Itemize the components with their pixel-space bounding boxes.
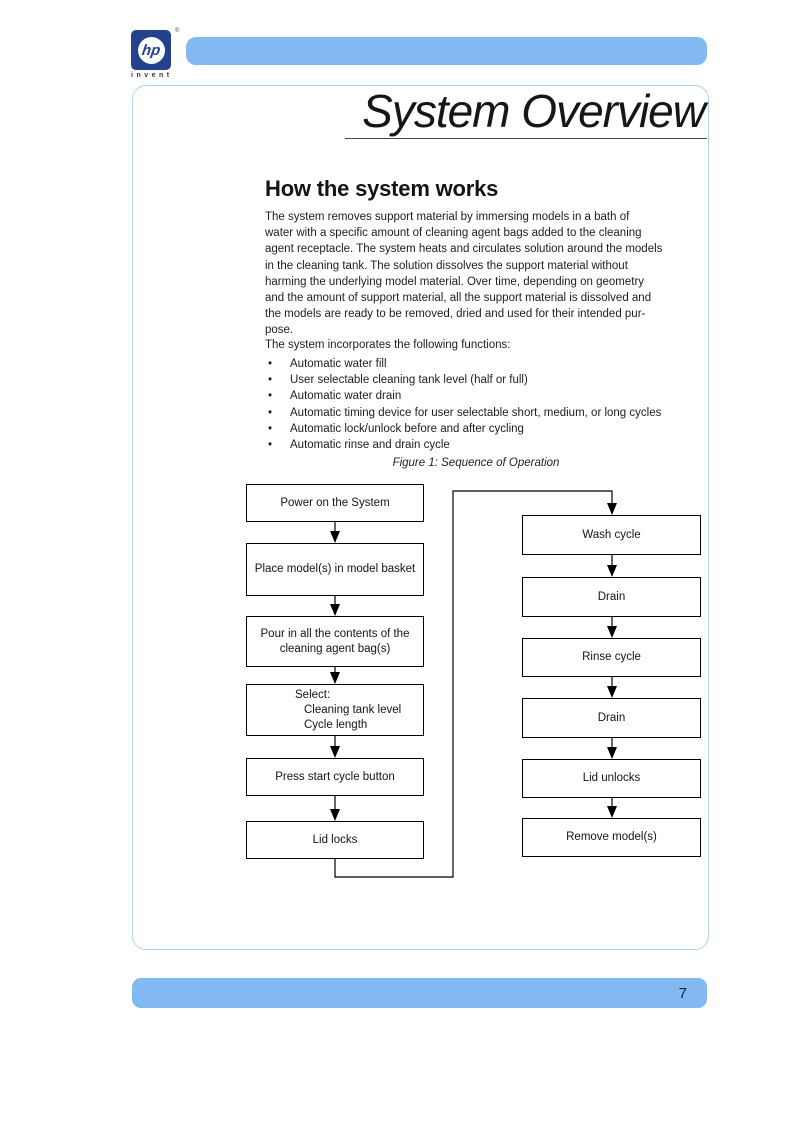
list-item: • Automatic water drain xyxy=(265,388,661,404)
select-title: Select: xyxy=(295,688,331,701)
bullet-icon: • xyxy=(268,390,273,403)
paragraph-line: in the cleaning tank. The solution disso… xyxy=(265,259,628,272)
select-option: Cleaning tank level xyxy=(304,703,402,716)
flow-box-select: Select: Cleaning tank level Cycle length xyxy=(246,684,424,736)
list-item-text: Automatic timing device for user selecta… xyxy=(290,406,662,419)
paragraph-line: The system removes support material by i… xyxy=(265,211,630,223)
bullet-icon: • xyxy=(268,422,273,435)
hp-logo-circle: hp xyxy=(137,36,165,64)
page-title: System Overview xyxy=(362,85,706,137)
body-paragraph: The system removes support material by i… xyxy=(265,209,715,339)
list-item: • Automatic rinse and drain cycle xyxy=(265,437,661,453)
content-frame xyxy=(132,85,709,950)
header-bar xyxy=(186,37,707,65)
flow-box-press-start: Press start cycle button xyxy=(246,758,424,796)
hp-logo-icon: hp ® xyxy=(131,28,179,70)
list-item-text: Automatic lock/unlock before and after c… xyxy=(290,422,524,435)
bullet-icon: • xyxy=(268,358,273,370)
bullet-icon: • xyxy=(268,439,273,452)
list-item: • Automatic timing device for user selec… xyxy=(265,405,661,421)
flow-box-power-on: Power on the System xyxy=(246,484,424,522)
flow-box-rinse-cycle: Rinse cycle xyxy=(522,638,701,677)
paragraph-line: water with a specific amount of cleaning… xyxy=(265,227,642,240)
functions-list: • Automatic water fill • User selectable… xyxy=(265,356,661,453)
bullet-icon: • xyxy=(268,374,273,387)
functions-intro: The system incorporates the following fu… xyxy=(265,339,511,351)
bullet-icon: • xyxy=(268,406,273,419)
list-item-text: Automatic rinse and drain cycle xyxy=(290,439,450,452)
list-item-text: Automatic water fill xyxy=(290,358,387,370)
select-option: Cycle length xyxy=(304,718,368,731)
paragraph-line: pose. xyxy=(265,324,294,337)
list-item: • User selectable cleaning tank level (h… xyxy=(265,372,661,388)
list-item-text: User selectable cleaning tank level (hal… xyxy=(290,374,528,387)
list-item-text: Automatic water drain xyxy=(290,390,402,403)
flow-box-lid-unlocks: Lid unlocks xyxy=(522,759,701,798)
paragraph-line: the models are ready to be removed, drie… xyxy=(265,308,646,321)
flow-box-pour-contents: Pour in all the contents of the cleaning… xyxy=(246,616,424,667)
paragraph-line: and the amount of support material, all … xyxy=(265,292,652,305)
flow-box-remove-models: Remove model(s) xyxy=(522,818,701,857)
flow-box-lid-locks: Lid locks xyxy=(246,821,424,859)
footer-bar: 7 xyxy=(132,978,707,1008)
flow-box-drain-2: Drain xyxy=(522,698,701,738)
hp-logo: hp ® invent xyxy=(131,28,179,79)
figure-caption: Figure 1: Sequence of Operation xyxy=(392,457,560,469)
section-heading: How the system works xyxy=(265,176,499,201)
title-rule xyxy=(345,138,707,139)
flow-box-place-models: Place model(s) in model basket xyxy=(246,543,424,596)
paragraph-line: agent receptacle. The system heats and c… xyxy=(265,243,663,256)
hp-logo-letters: hp xyxy=(140,41,162,59)
flow-box-drain-1: Drain xyxy=(522,577,701,617)
page-number: 7 xyxy=(678,984,687,1002)
flow-box-wash-cycle: Wash cycle xyxy=(522,515,701,555)
list-item: • Automatic lock/unlock before and after… xyxy=(265,421,661,437)
paragraph-line: harming the underlying model material. O… xyxy=(265,275,645,288)
registered-trademark-icon: ® xyxy=(175,28,180,34)
list-item: • Automatic water fill xyxy=(265,356,661,372)
hp-logo-tagline: invent xyxy=(131,72,173,79)
